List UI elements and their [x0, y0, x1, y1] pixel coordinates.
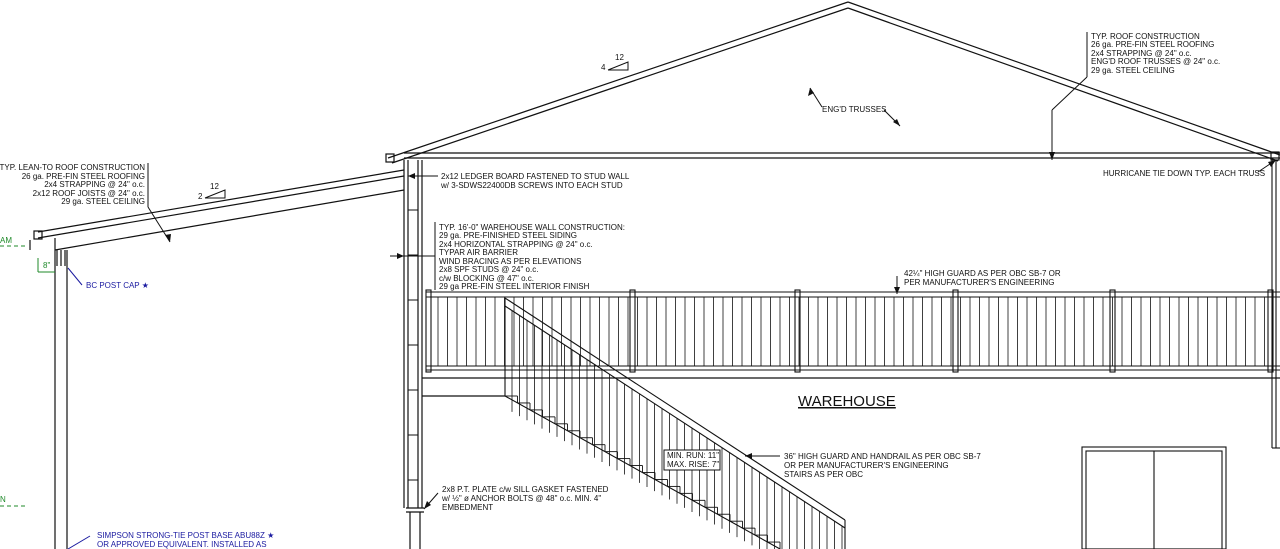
guard-note-line-1: 42¼" HIGH GUARD AS PER OBC SB-7 OR [904, 269, 1061, 278]
wall-construction-callout: TYP. 16'-0" WAREHOUSE WALL CONSTRUCTION:… [390, 222, 625, 291]
stair-min-run: MIN. RUN: 11" [667, 451, 719, 460]
wall-note-line-4: TYPAR AIR BARRIER [439, 248, 518, 257]
main-slope-indicator: 12 4 [601, 53, 629, 72]
mezzanine-guard [425, 289, 1280, 373]
guard-note-line-2: PER MANUFACTURER'S ENGINEERING [904, 278, 1054, 287]
roof-note-line-5: 29 ga. STEEL CEILING [1091, 66, 1175, 75]
trusses-callout: ENG'D TRUSSES [808, 87, 901, 127]
plate-callout: 2x8 P.T. PLATE c/w SILL GASKET FASTENED … [423, 485, 609, 512]
stair-steps [505, 395, 781, 549]
hurricane-tie-callout: HURRICANE TIE DOWN TYP. EACH TRUSS [1103, 159, 1277, 178]
ledger-line-1: 2x12 LEDGER BOARD FASTENED TO STUD WALL [441, 172, 630, 181]
guard-callout: 42¼" HIGH GUARD AS PER OBC SB-7 OR PER M… [894, 269, 1061, 294]
stair-rise-run-box: MIN. RUN: 11" MAX. RISE: 7" [663, 449, 721, 471]
handrail-line-1: 36" HIGH GUARD AND HANDRAIL AS PER OBC S… [784, 452, 981, 461]
wall-note-line-2: 29 ga. PRE-FINISHED STEEL SIDING [439, 231, 577, 240]
handrail-callout: 36" HIGH GUARD AND HANDRAIL AS PER OBC S… [745, 452, 981, 479]
left-post [54, 250, 68, 549]
lean-slope-indicator: 12 2 [198, 182, 226, 201]
lean-note-line-2: 26 ga. PRE-FIN STEEL ROOFING [22, 172, 145, 181]
roof-note-line-1: TYP. ROOF CONSTRUCTION [1091, 32, 1200, 41]
lean-to-roof [29, 169, 405, 251]
roof-construction-note: TYP. ROOF CONSTRUCTION 26 ga. PRE-FIN ST… [1049, 32, 1220, 160]
right-wall-edge [1271, 160, 1280, 449]
plate-line-1: 2x8 P.T. PLATE c/w SILL GASKET FASTENED [442, 485, 609, 494]
post-cap-callout: BC POST CAP ★ [67, 267, 149, 290]
room-label: WAREHOUSE [798, 393, 896, 410]
handrail-line-3: STAIRS AS PER OBC [784, 470, 863, 479]
main-slope-run: 4 [601, 63, 606, 72]
plate-line-3: EMBEDMENT [442, 503, 493, 512]
lean-slope-rise: 12 [210, 182, 219, 191]
main-slope-rise: 12 [615, 53, 624, 62]
wall-note-line-7: c/w BLOCKING @ 47" o.c. [439, 274, 534, 283]
lean-note-line-3: 2x4 STRAPPING @ 24" o.c. [44, 180, 145, 189]
stair-max-rise: MAX. RISE: 7" [667, 460, 719, 469]
post-base-line-1: SIMPSON STRONG-TIE POST BASE ABU88Z ★ [97, 531, 274, 540]
ledger-line-2: w/ 3-SDWS22400DB SCREWS INTO EACH STUD [440, 181, 623, 190]
lean-note-line-1: TYP. LEAN-TO ROOF CONSTRUCTION [0, 163, 145, 172]
lean-to-note: TYP. LEAN-TO ROOF CONSTRUCTION 26 ga. PR… [0, 163, 171, 243]
post-cap-label: BC POST CAP ★ [86, 281, 149, 290]
wall-note-line-8: 29 ga PRE-FIN STEEL INTERIOR FINISH [439, 282, 590, 291]
left-cut-markers: AM N [0, 236, 28, 507]
roof-note-line-2: 26 ga. PRE-FIN STEEL ROOFING [1091, 40, 1214, 49]
wall-note-line-6: 2x8 SPF STUDS @ 24" o.c. [439, 265, 538, 274]
wall-note-line-3: 2x4 HORIZONTAL STRAPPING @ 24" o.c. [439, 240, 593, 249]
wall-blocking [408, 209, 418, 481]
handrail-line-2: OR PER MANUFACTURER'S ENGINEERING [784, 461, 949, 470]
cut-left-top-label: AM [0, 236, 12, 245]
trusses-label: ENG'D TRUSSES [822, 105, 887, 114]
roof-note-line-3: 2x4 STRAPPING @ 24" o.c. [1091, 49, 1192, 58]
guard-balusters [437, 297, 1265, 366]
post-base-line-2: OR APPROVED EQUIVALENT. INSTALLED AS [97, 540, 267, 549]
post-width-label: 8" [43, 261, 50, 270]
main-roof [385, 1, 1280, 164]
post-base-callout: SIMPSON STRONG-TIE POST BASE ABU88Z ★ OR… [67, 531, 274, 549]
overhead-door [1081, 446, 1227, 549]
plate-line-2: w/ ½" ø ANCHOR BOLTS @ 48" o.c. MIN. 4" [441, 494, 601, 503]
post-width-dimension: 8" [37, 258, 55, 273]
lean-note-line-5: 29 ga. STEEL CEILING [61, 197, 145, 206]
stair-balusters [511, 310, 843, 549]
roof-note-line-4: ENG'D ROOF TRUSSES @ 24" o.c. [1091, 57, 1220, 66]
wall-note-line-1: TYP. 16'-0" WAREHOUSE WALL CONSTRUCTION: [439, 223, 625, 232]
wall-note-line-5: WIND BRACING AS PER ELEVATIONS [439, 257, 581, 266]
warehouse-wall [403, 160, 1280, 549]
lean-note-line-4: 2x12 ROOF JOISTS @ 24" o.c. [33, 189, 145, 198]
ledger-callout: 2x12 LEDGER BOARD FASTENED TO STUD WALL … [408, 172, 630, 190]
lean-slope-run: 2 [198, 192, 203, 201]
cut-left-bottom-label: N [0, 495, 6, 504]
hurricane-tie-label: HURRICANE TIE DOWN TYP. EACH TRUSS [1103, 169, 1265, 178]
